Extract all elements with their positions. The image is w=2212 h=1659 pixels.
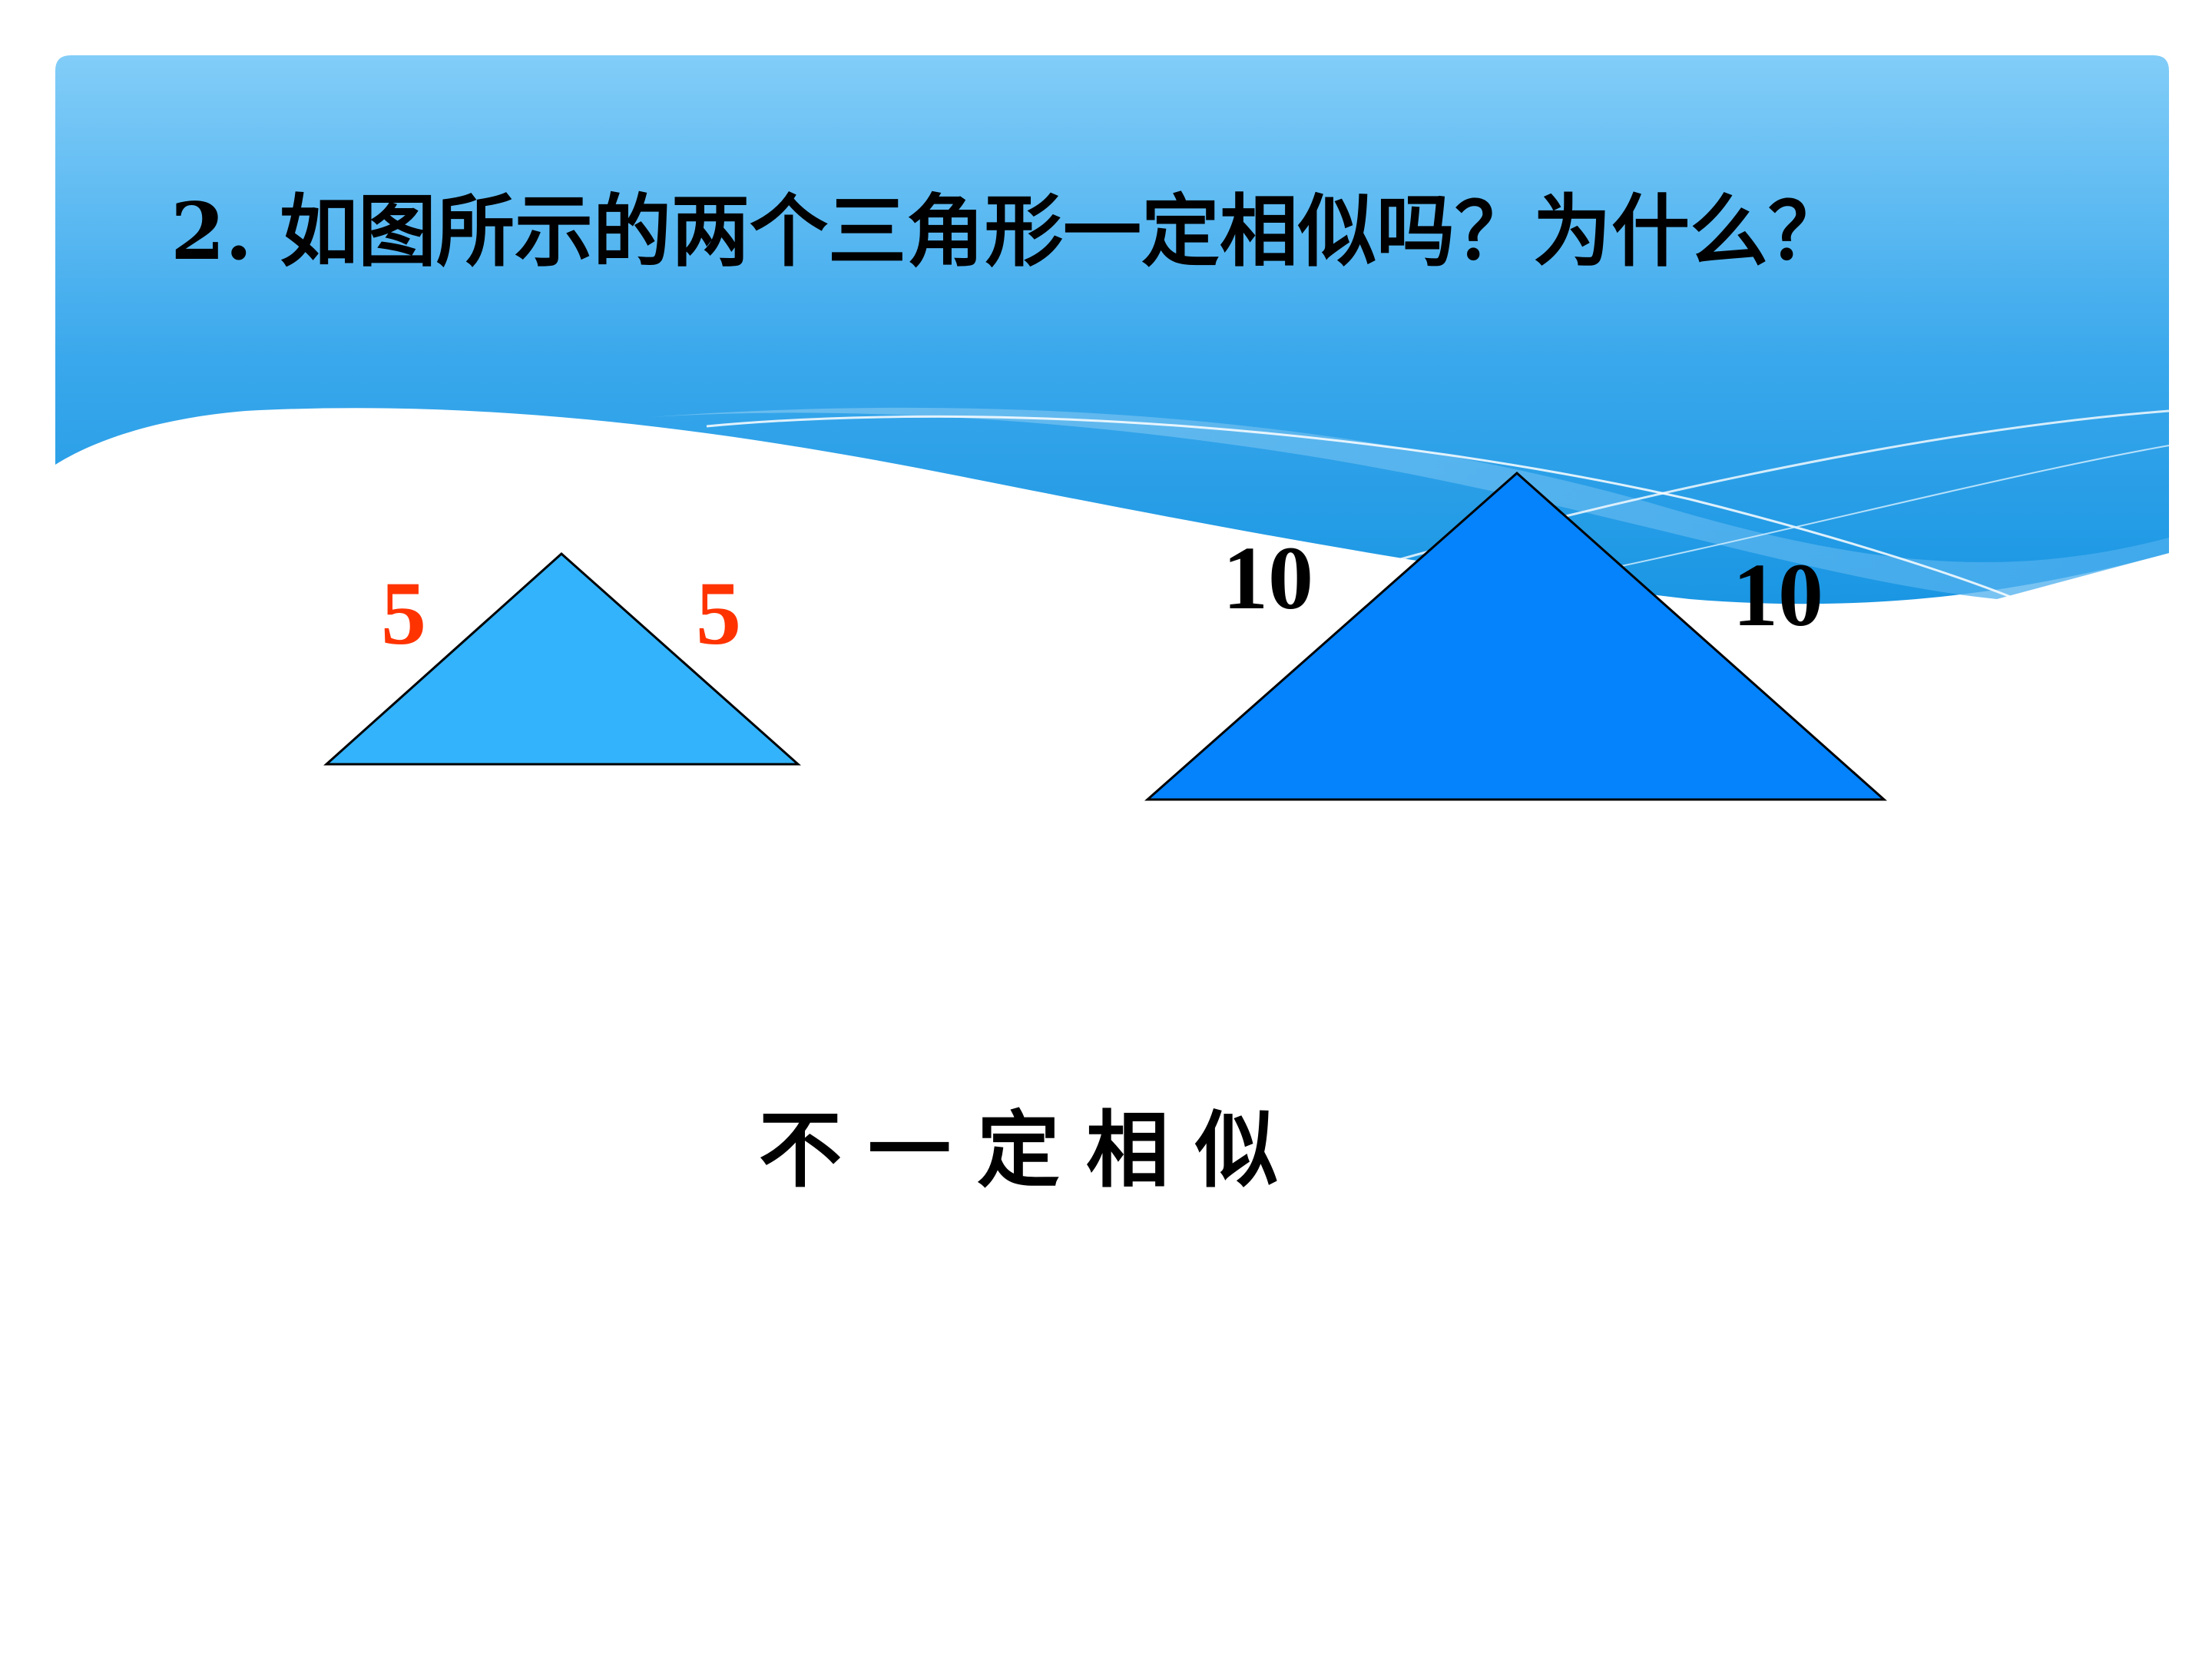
large-triangle-right-side-label: 10 — [1733, 545, 1823, 645]
header-wave-line-3 — [1535, 445, 2170, 584]
small-triangle-left-side-label: 5 — [381, 563, 426, 664]
header-wave-line-1 — [706, 415, 2013, 599]
large-triangle — [1144, 471, 1887, 801]
header-wave-light — [630, 407, 2169, 599]
header-wave-background — [55, 55, 2170, 604]
small-triangle-right-side-label: 5 — [696, 563, 741, 664]
answer-text: 不一定相似 — [759, 1102, 1305, 1199]
header-band — [55, 55, 2169, 604]
small-triangle — [323, 551, 801, 766]
question-title: 2. 如图所示的两个三角形一定相似吗？为什么？ — [171, 186, 1846, 278]
large-triangle-left-side-label: 10 — [1223, 528, 1313, 628]
